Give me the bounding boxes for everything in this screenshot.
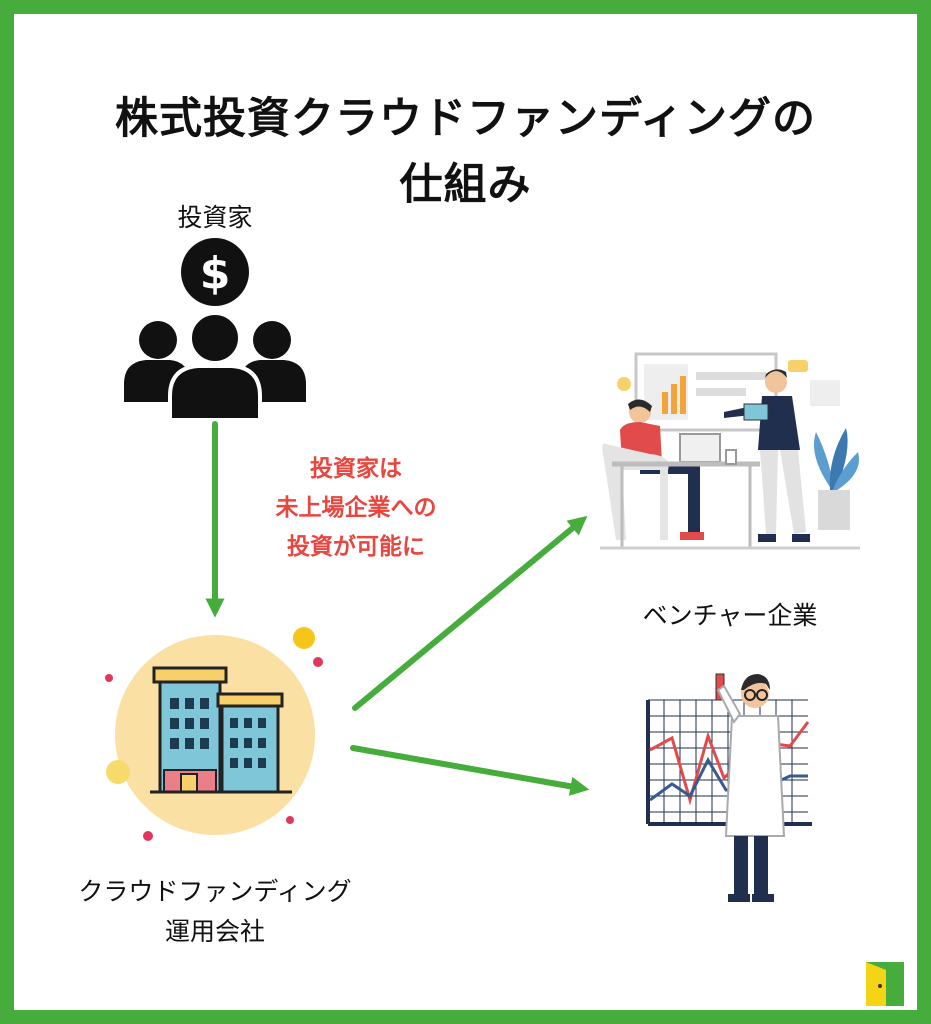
platform-label-line2: 運用会社 — [164, 917, 265, 946]
arrow-platform-to-research — [350, 745, 590, 796]
logo-icon — [866, 962, 904, 1006]
meeting-illustration — [600, 352, 860, 550]
investor-note: 投資家は 未上場企業への 投資が可能に — [236, 450, 476, 567]
venture-label: ベンチャー企業 — [642, 601, 818, 630]
note-line3: 投資が可能に — [287, 534, 425, 560]
people-group-icon — [124, 311, 306, 422]
page-title-line1: 株式投資クラウドファンディングの — [115, 94, 816, 144]
arrow-platform-to-venture — [352, 515, 588, 711]
flow-arrows — [205, 421, 590, 796]
platform-label: クラウドファンディング 運用会社 — [20, 872, 410, 952]
page-title-line2: 仕組み — [399, 160, 532, 210]
note-line2: 未上場企業への — [275, 495, 437, 521]
investor-label: 投資家 — [177, 203, 253, 232]
dollar-coin-icon: $ — [181, 238, 249, 306]
svg-text:$: $ — [200, 248, 231, 299]
platform-label-line1: クラウドファンディング — [78, 877, 352, 906]
note-line1: 投資家は — [310, 456, 402, 482]
building-icon — [105, 627, 323, 841]
scientist-chart-illustration — [646, 673, 812, 902]
